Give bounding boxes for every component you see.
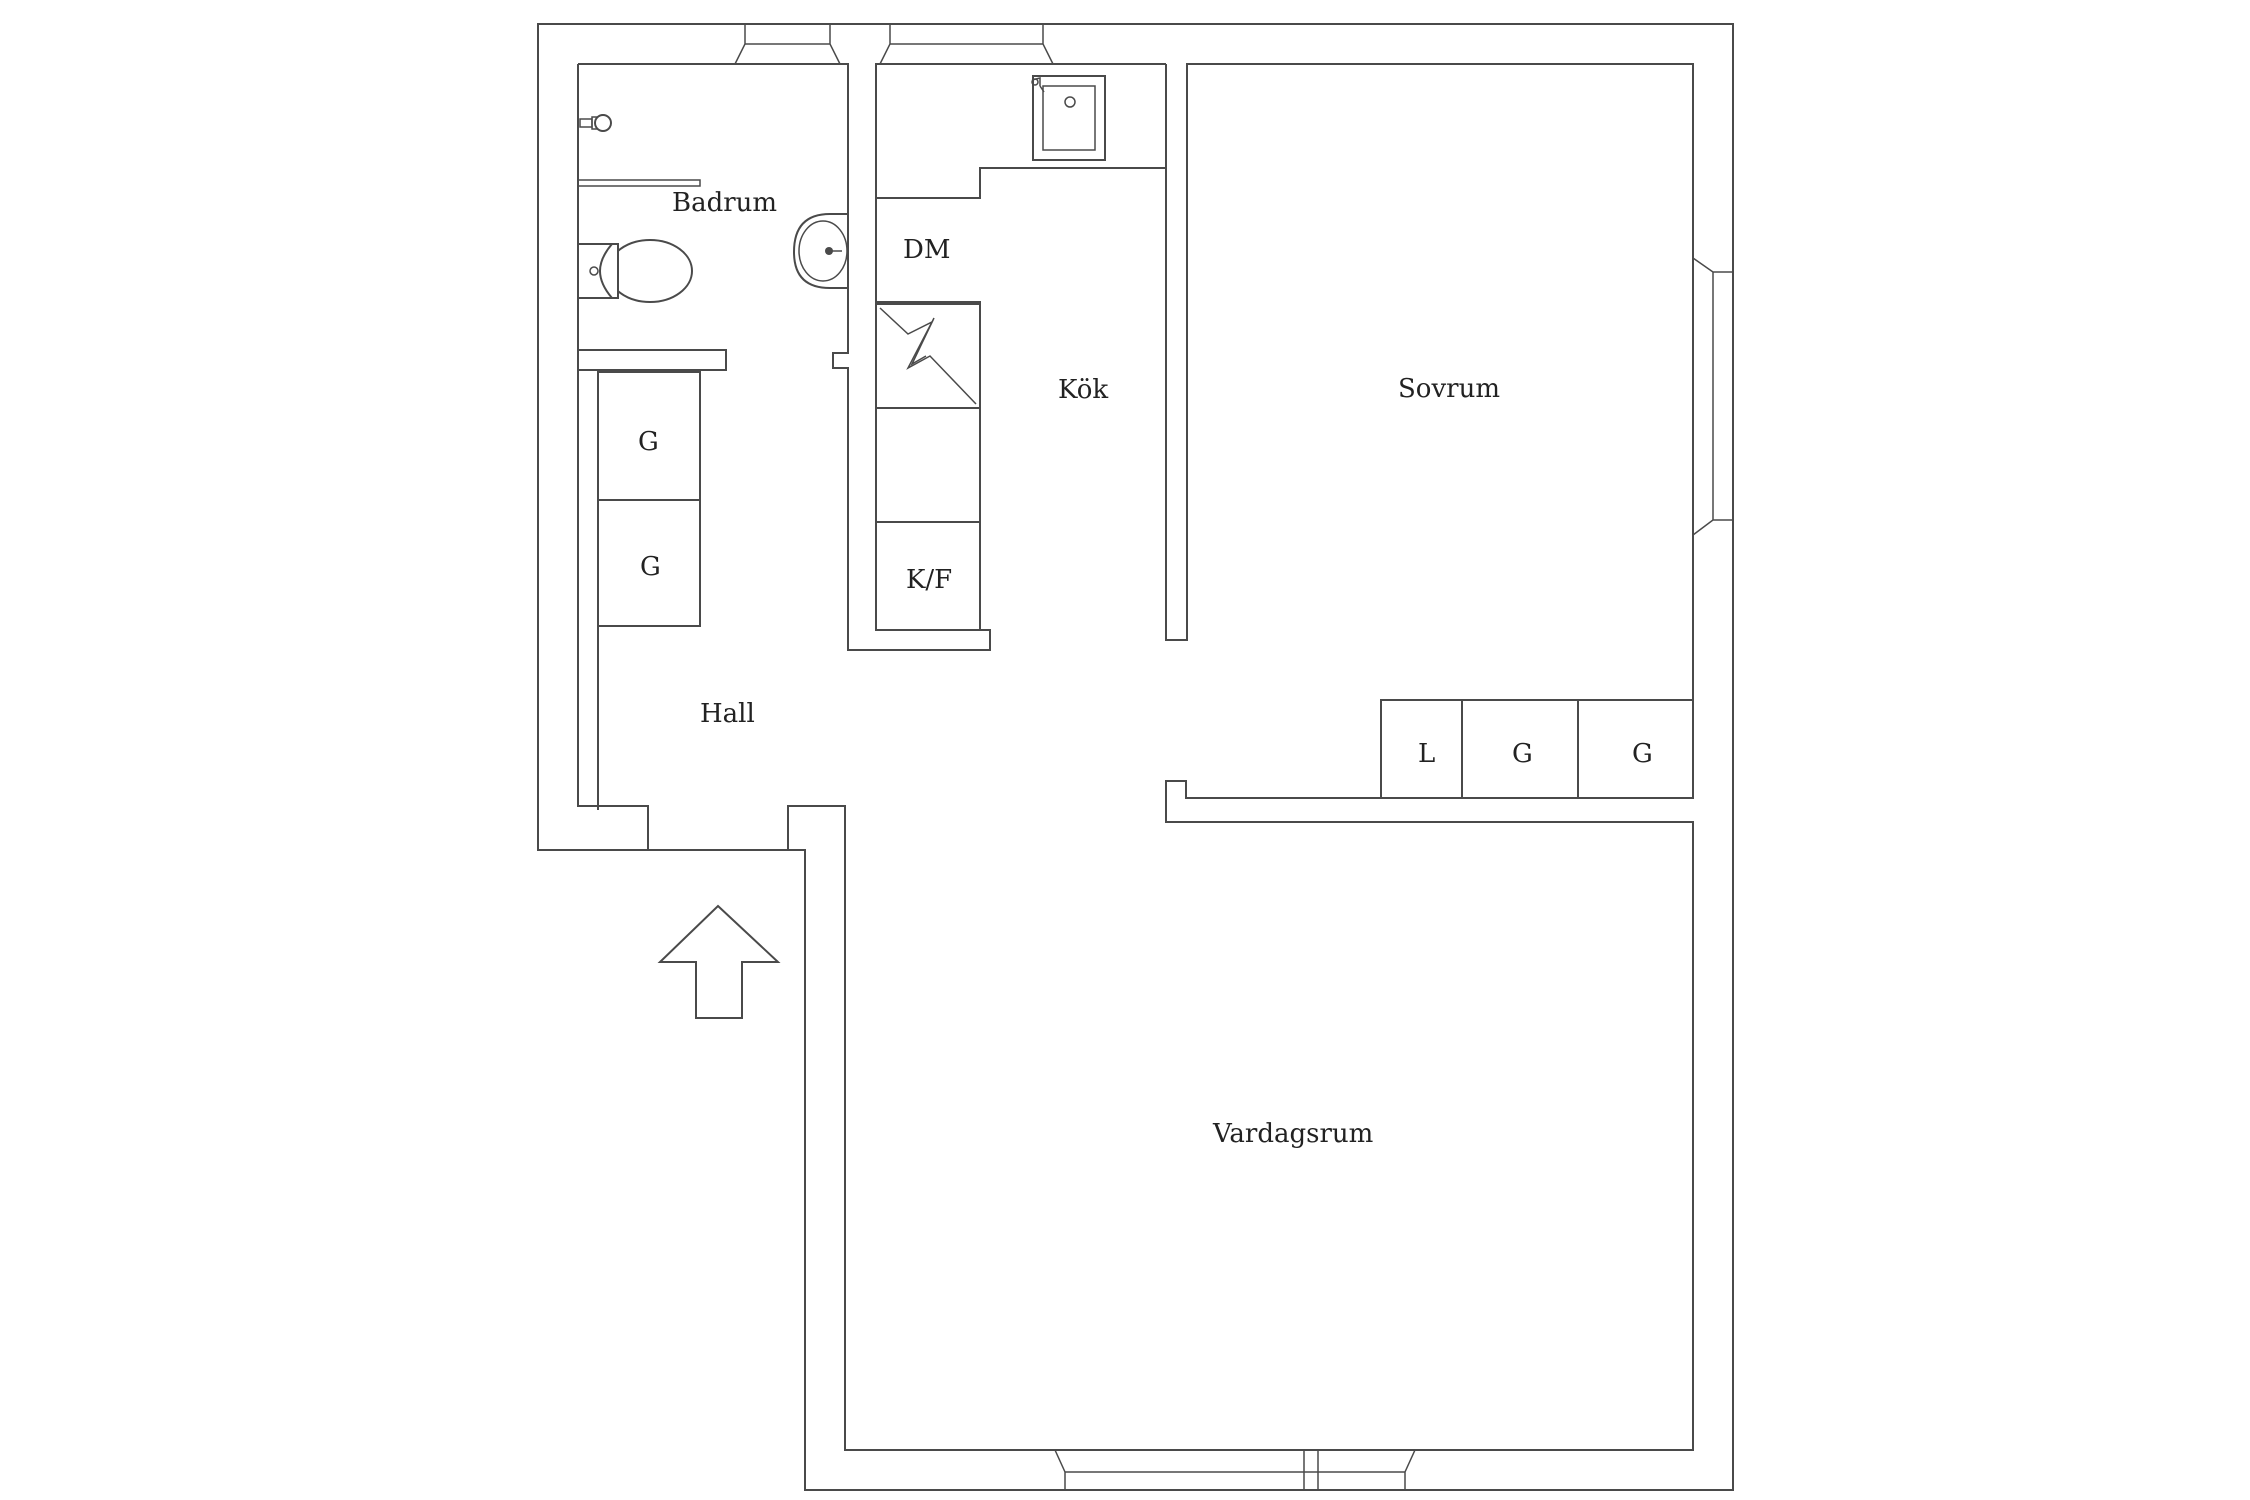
fixture-label-hall-wardrobe-1: G	[638, 427, 659, 457]
shower-head-icon	[579, 114, 612, 132]
entrance-arrow-icon	[657, 904, 781, 1019]
fixture-label-linen-closet: L	[1418, 739, 1435, 769]
room-label-kitchen: Kök	[1058, 375, 1108, 405]
window-kitchen	[879, 24, 1054, 65]
sink-icon	[792, 213, 849, 289]
room-label-hall: Hall	[700, 699, 755, 729]
room-label-bathroom: Badrum	[672, 188, 777, 218]
window-bathroom	[734, 24, 841, 65]
stove-icon	[875, 303, 981, 409]
bathroom: Badrum	[577, 114, 849, 371]
window-living-room	[1054, 1449, 1416, 1490]
bedroom: L G G Sovrum	[1380, 374, 1693, 798]
window-bedroom	[1692, 257, 1733, 536]
fixture-label-hall-wardrobe-2: G	[640, 552, 661, 582]
outer-walls	[537, 23, 1734, 1491]
room-label-bedroom: Sovrum	[1398, 374, 1500, 404]
fixture-label-bedroom-wardrobe-1: G	[1512, 739, 1533, 769]
kitchen-sink-icon	[1031, 75, 1106, 161]
living-room: Vardagsrum	[1212, 1119, 1373, 1149]
hall: G G Hall	[597, 371, 755, 810]
fixture-label-dishwasher: DM	[903, 235, 950, 265]
kitchen: DM K/F Kök	[875, 75, 1166, 630]
fixture-label-bedroom-wardrobe-2: G	[1632, 739, 1653, 769]
room-label-living-room: Vardagsrum	[1212, 1119, 1373, 1149]
fixture-label-fridge-freezer: K/F	[906, 565, 952, 595]
toilet-icon	[577, 239, 693, 303]
